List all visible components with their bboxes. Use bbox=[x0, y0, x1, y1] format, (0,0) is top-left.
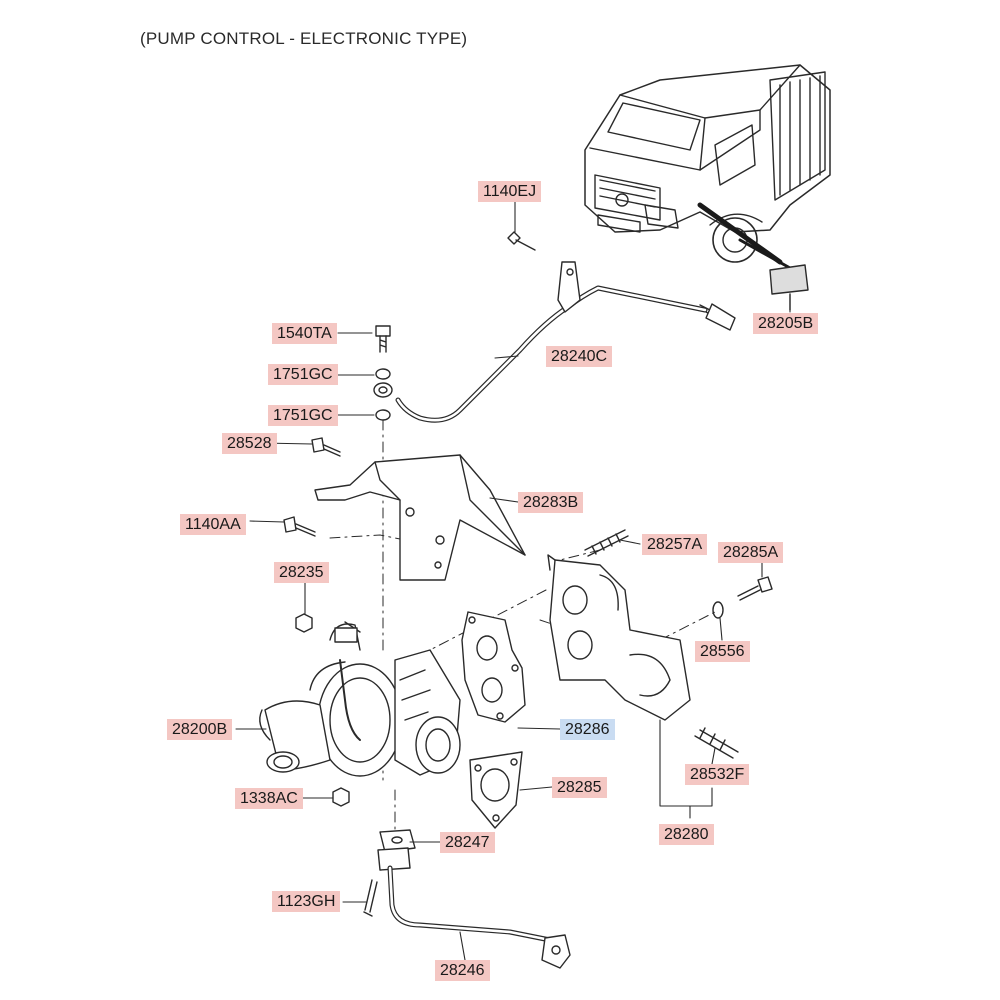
truck-illustration bbox=[584, 64, 831, 311]
part-label-1140ej[interactable]: 1140EJ bbox=[478, 181, 542, 202]
part-label-28285[interactable]: 28285 bbox=[552, 777, 607, 798]
part-label-28235[interactable]: 28235 bbox=[274, 562, 329, 583]
diagram-title: (PUMP CONTROL - ELECTRONIC TYPE) bbox=[140, 29, 468, 48]
part-label-28257a[interactable]: 28257A bbox=[642, 534, 708, 555]
part-label-28286[interactable]: 28286 bbox=[560, 719, 615, 740]
part-label-28246[interactable]: 28246 bbox=[435, 960, 490, 981]
part-label-28532f[interactable]: 28532F bbox=[685, 764, 750, 785]
gaskets bbox=[461, 611, 526, 829]
exhaust-manifold-28280 bbox=[547, 554, 691, 721]
part-label-28240c[interactable]: 28240C bbox=[546, 346, 613, 367]
part-label-28528[interactable]: 28528 bbox=[222, 433, 277, 454]
leader-lines bbox=[235, 199, 791, 961]
part-label-28556[interactable]: 28556 bbox=[695, 641, 750, 662]
part-label-28205b[interactable]: 28205B bbox=[753, 313, 819, 334]
part-label-28285a[interactable]: 28285A bbox=[718, 542, 784, 563]
part-label-28283b[interactable]: 28283B bbox=[518, 492, 584, 513]
part-label-1338ac[interactable]: 1338AC bbox=[235, 788, 303, 809]
part-label-28247[interactable]: 28247 bbox=[440, 832, 495, 853]
part-label-1540ta[interactable]: 1540TA bbox=[272, 323, 337, 344]
heat-shield-28283b bbox=[314, 454, 526, 581]
part-label-1751gc-lower[interactable]: 1751GC bbox=[268, 405, 338, 426]
fasteners bbox=[283, 231, 773, 917]
part-label-28200b[interactable]: 28200B bbox=[167, 719, 233, 740]
part-label-1123gh[interactable]: 1123GH bbox=[272, 891, 341, 912]
hose-28240c bbox=[373, 261, 736, 423]
oil-return-pipe bbox=[377, 829, 571, 969]
part-label-28280[interactable]: 28280 bbox=[659, 824, 714, 845]
part-label-1751gc-upper[interactable]: 1751GC bbox=[268, 364, 338, 385]
turbocharger-28200b bbox=[259, 621, 461, 777]
part-label-1140aa[interactable]: 1140AA bbox=[180, 514, 246, 535]
